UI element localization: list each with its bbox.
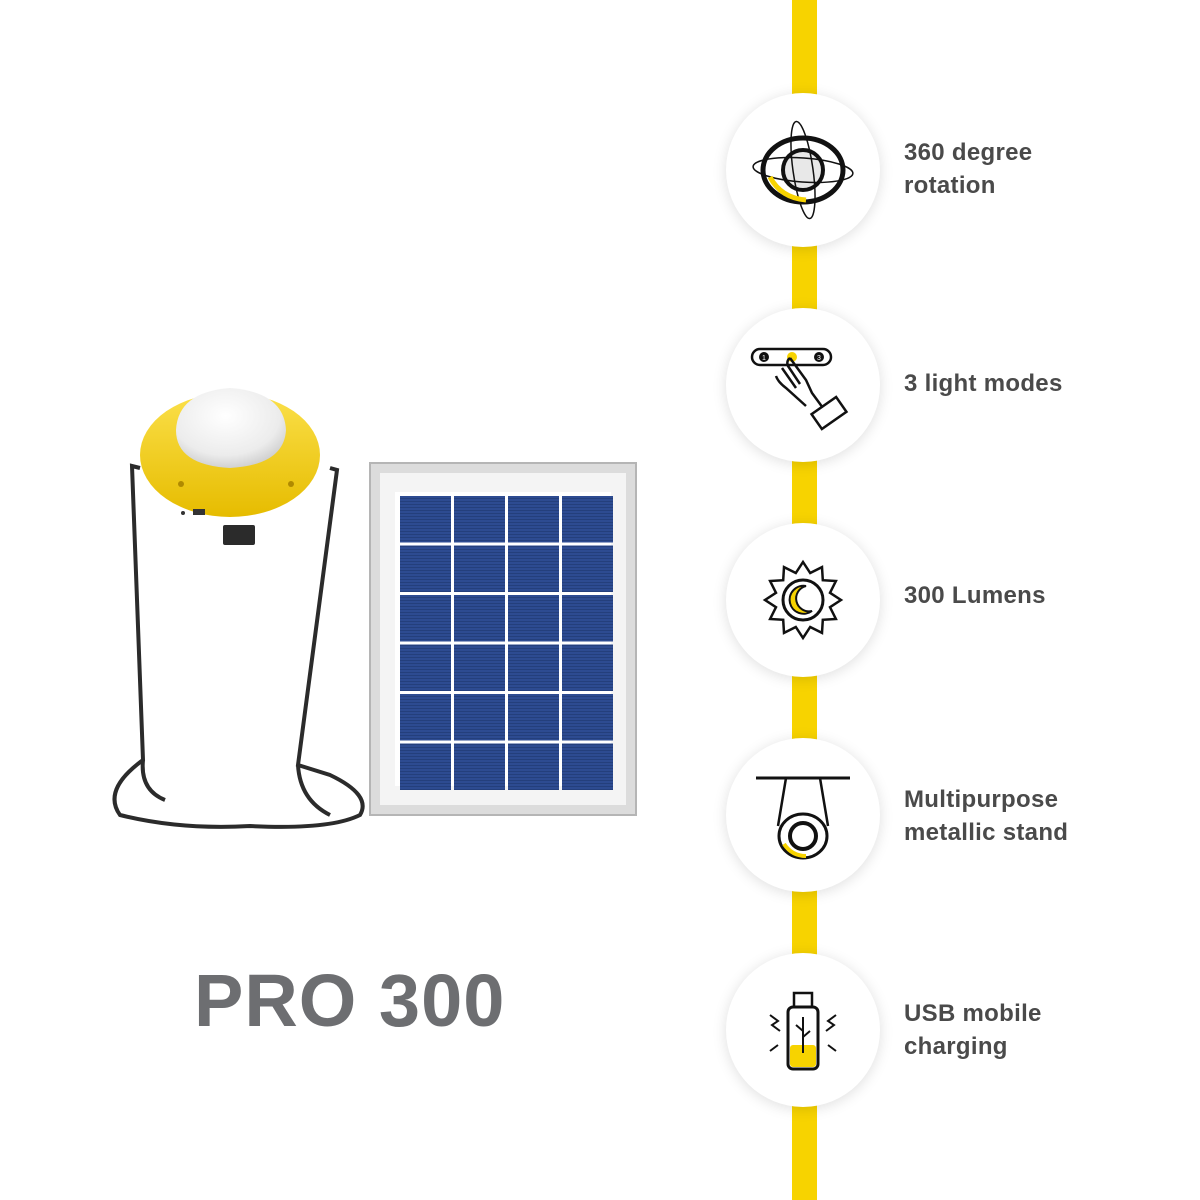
solar-cell — [400, 644, 451, 691]
solar-cell — [508, 694, 559, 741]
solar-cell — [508, 595, 559, 642]
feature-usb-text: USB mobile charging — [904, 997, 1042, 1063]
solar-cell — [562, 644, 613, 691]
solar-cell — [508, 743, 559, 790]
solar-cell — [508, 545, 559, 592]
solar-cell — [400, 545, 451, 592]
feature-light-modes-badge: 1 3 — [726, 308, 880, 462]
feature-rotation-text: 360 degree rotation — [904, 136, 1032, 202]
solar-cell — [562, 545, 613, 592]
solar-panel — [369, 462, 637, 816]
hanging-lamp-stand-icon — [756, 776, 850, 860]
feature-lumens-text: 300 Lumens — [904, 579, 1046, 612]
feature-line: rotation — [904, 172, 996, 199]
feature-line: 3 light modes — [904, 370, 1063, 397]
feature-light-modes-text: 3 light modes — [904, 367, 1063, 400]
mode-label: 1 — [762, 355, 766, 362]
solar-lamp — [112, 388, 365, 829]
solar-cell — [454, 496, 505, 543]
rotation-360-icon — [752, 120, 854, 220]
solar-cell — [562, 496, 613, 543]
feature-lumens-badge — [726, 523, 880, 677]
solar-cell — [400, 595, 451, 642]
feature-rotation-badge — [726, 93, 880, 247]
solar-cell — [508, 644, 559, 691]
solar-cell — [454, 694, 505, 741]
feature-line: 360 degree — [904, 139, 1033, 166]
solar-cell — [562, 694, 613, 741]
usb-charging-icon — [769, 991, 837, 1071]
feature-usb-badge — [726, 953, 880, 1107]
feature-line: USB mobile — [904, 1000, 1042, 1027]
mode-label: 3 — [817, 355, 821, 362]
feature-line: Multipurpose — [904, 786, 1059, 813]
feature-line: charging — [904, 1033, 1008, 1060]
solar-cell — [400, 743, 451, 790]
solar-cell — [562, 743, 613, 790]
solar-cell — [454, 644, 505, 691]
solar-cell — [400, 694, 451, 741]
sun-moon-icon — [762, 559, 844, 641]
solar-cell — [454, 595, 505, 642]
solar-cell — [454, 743, 505, 790]
hand-press-button-icon: 1 3 — [750, 347, 849, 431]
product-title: PRO 300 — [194, 959, 506, 1042]
feature-line: 300 Lumens — [904, 582, 1046, 609]
feature-line: metallic stand — [904, 819, 1069, 846]
solar-cell — [508, 496, 559, 543]
solar-cell — [562, 595, 613, 642]
solar-cell — [454, 545, 505, 592]
product-image — [112, 388, 637, 829]
solar-cell — [400, 496, 451, 543]
feature-stand-badge — [726, 738, 880, 892]
feature-stand-text: Multipurpose metallic stand — [904, 783, 1068, 849]
